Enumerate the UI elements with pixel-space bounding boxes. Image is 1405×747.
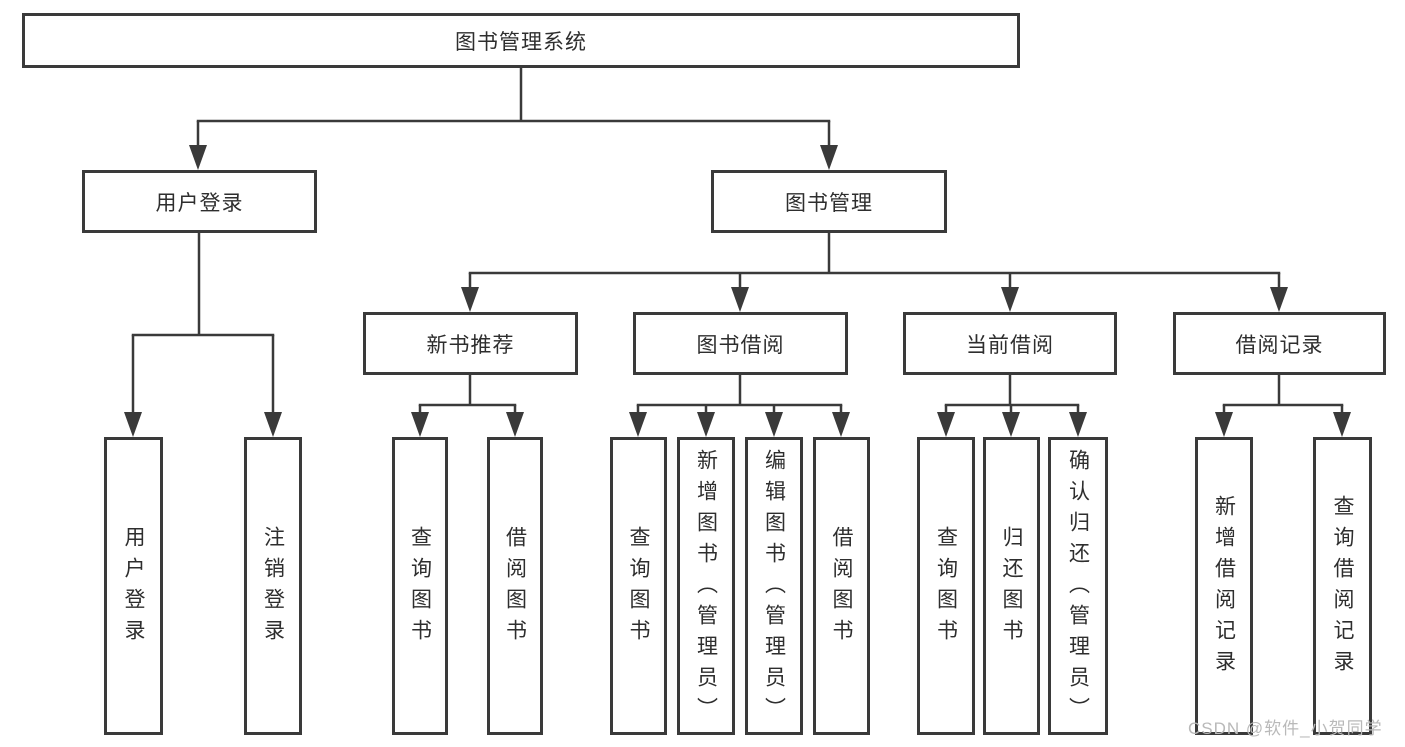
leaf-confirm-return-admin: 确认归还（管理员） xyxy=(1048,437,1108,735)
leaf-borrow-books: 借阅图书 xyxy=(813,437,870,735)
node-library-management-system: 图书管理系统 xyxy=(22,13,1020,68)
node-book-management: 图书管理 xyxy=(711,170,947,233)
leaf-borrow-books-recommend: 借阅图书 xyxy=(487,437,543,735)
csdn-watermark: CSDN @软件_小贺同学 xyxy=(1188,719,1383,738)
node-user-login: 用户登录 xyxy=(82,170,317,233)
leaf-query-books-recommend: 查询图书 xyxy=(392,437,448,735)
leaf-edit-books-admin: 编辑图书（管理员） xyxy=(745,437,803,735)
node-new-book-recommendation: 新书推荐 xyxy=(363,312,578,375)
node-current-borrowing: 当前借阅 xyxy=(903,312,1117,375)
leaf-query-books-borrow: 查询图书 xyxy=(610,437,667,735)
node-book-borrowing: 图书借阅 xyxy=(633,312,848,375)
leaf-add-borrow-record: 新增借阅记录 xyxy=(1195,437,1253,735)
leaf-return-books: 归还图书 xyxy=(983,437,1040,735)
leaf-query-books-current: 查询图书 xyxy=(917,437,975,735)
leaf-query-borrow-record: 查询借阅记录 xyxy=(1313,437,1372,735)
leaf-logout: 注销登录 xyxy=(244,437,302,735)
leaf-user-login: 用户登录 xyxy=(104,437,163,735)
node-borrowing-records: 借阅记录 xyxy=(1173,312,1386,375)
leaf-add-books-admin: 新增图书（管理员） xyxy=(677,437,735,735)
